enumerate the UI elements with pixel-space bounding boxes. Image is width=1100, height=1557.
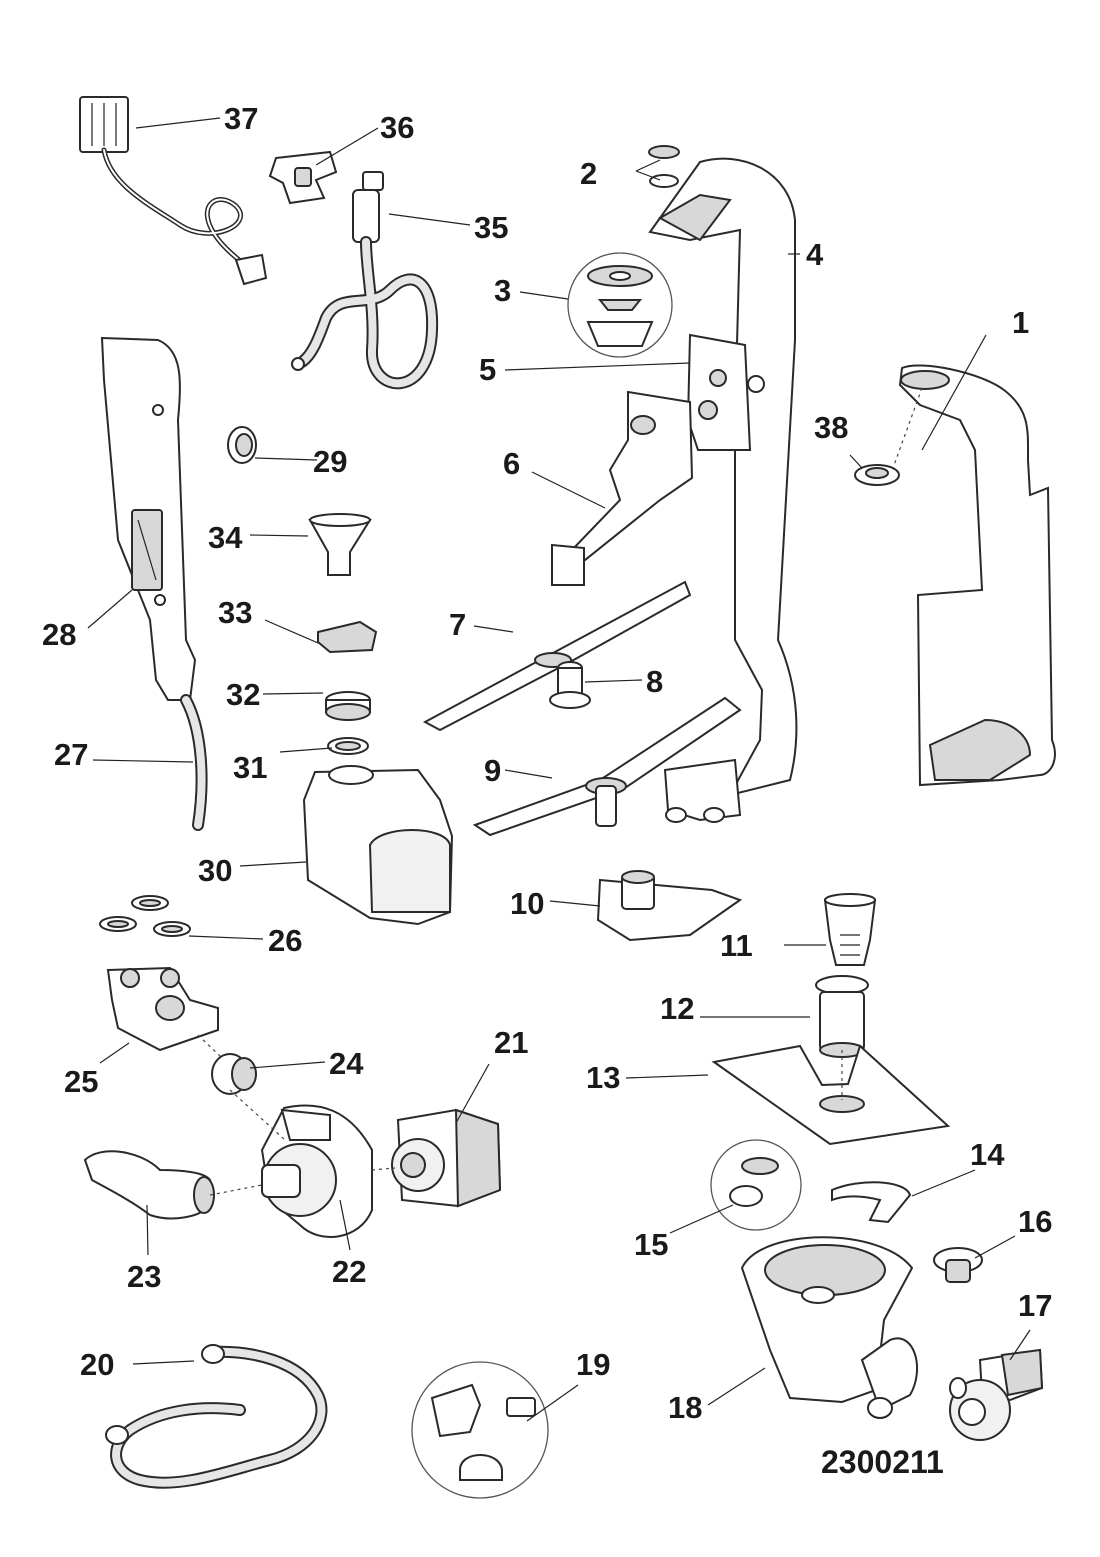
label-37: 37 [224, 101, 258, 136]
label-33: 33 [218, 595, 252, 630]
part-18-sump [740, 1236, 919, 1419]
part-1-water-tank [898, 364, 1056, 787]
part-5-pipe-holder [686, 333, 765, 451]
label-21: 21 [494, 1025, 528, 1060]
label-16: 16 [1018, 1204, 1052, 1239]
part-32-salt-cap [325, 691, 371, 721]
leader-lines [87, 117, 1031, 1422]
label-27: 27 [54, 737, 88, 772]
part-23-elbow-hose [83, 1150, 215, 1220]
label-22: 22 [332, 1254, 366, 1289]
part-14-cover-clip [831, 1181, 912, 1224]
label-19: 19 [576, 1347, 610, 1382]
label-15: 15 [634, 1227, 668, 1262]
part-7-upper-spray-arm [422, 580, 692, 732]
part-20-drain-hose [105, 1344, 328, 1489]
part-9-lower-spray-arm [472, 696, 742, 837]
part-25-distributor-valve [106, 966, 219, 1052]
label-20: 20 [80, 1347, 114, 1382]
part-16-check-valve [933, 1247, 983, 1283]
label-29: 29 [313, 444, 347, 479]
part-31-gasket [327, 737, 369, 755]
part-33-cap [317, 620, 378, 654]
label-25: 25 [64, 1064, 98, 1099]
part-37-power-cord [79, 96, 268, 286]
part-26-gaskets [99, 895, 191, 937]
part-6-feed-pipe [551, 390, 694, 586]
part-17-drain-pump [949, 1348, 1044, 1441]
label-4: 4 [806, 237, 824, 272]
label-17: 17 [1018, 1288, 1052, 1323]
label-2: 2 [580, 156, 597, 191]
label-1: 1 [1012, 305, 1029, 340]
label-10: 10 [510, 886, 544, 921]
part-28-side-panel [100, 336, 197, 701]
part-10-spray-arm-support [596, 870, 743, 942]
part-36-hose-clip [268, 150, 338, 205]
label-8: 8 [646, 664, 663, 699]
part-22-pump-housing [260, 1104, 373, 1238]
part-30-water-softener [302, 765, 454, 926]
part-34-funnel [308, 513, 372, 576]
drawing-number: 2300211 [821, 1444, 944, 1480]
part-15-valve-kit [710, 1139, 802, 1231]
part-number-labels: 37 36 35 2 4 3 5 1 38 29 6 34 33 7 28 8 … [42, 101, 1052, 1480]
label-3: 3 [494, 273, 511, 308]
label-32: 32 [226, 677, 260, 712]
label-14: 14 [970, 1137, 1005, 1172]
label-24: 24 [329, 1046, 364, 1081]
part-13-flat-filter [711, 1044, 951, 1146]
part-29-ring [227, 426, 257, 464]
part-24-sleeve [211, 1053, 257, 1095]
label-30: 30 [198, 853, 232, 888]
part-3-spray-head-kit [567, 252, 673, 358]
label-9: 9 [484, 753, 501, 788]
part-8-spray-arm-hub [549, 661, 591, 709]
label-18: 18 [668, 1390, 702, 1425]
label-13: 13 [586, 1060, 620, 1095]
part-35-inlet-hose [291, 171, 439, 390]
label-11: 11 [720, 928, 753, 963]
label-34: 34 [208, 520, 243, 555]
label-12: 12 [660, 991, 694, 1026]
part-11-micro-filter [823, 893, 877, 966]
label-6: 6 [503, 446, 520, 481]
label-23: 23 [127, 1259, 161, 1294]
part-19-microswitch-kit [411, 1361, 549, 1499]
label-36: 36 [380, 110, 414, 145]
label-7: 7 [449, 607, 466, 642]
part-38-seal-ring [854, 464, 900, 486]
label-26: 26 [268, 923, 302, 958]
label-38: 38 [814, 410, 848, 445]
label-5: 5 [479, 352, 496, 387]
label-35: 35 [474, 210, 508, 245]
part-2-nut [648, 145, 680, 188]
label-31: 31 [233, 750, 267, 785]
part-21-wash-pump-motor [391, 1108, 502, 1208]
label-28: 28 [42, 617, 76, 652]
part-4-spray-pipe [648, 157, 798, 823]
part-27-drain-tube [180, 694, 208, 831]
